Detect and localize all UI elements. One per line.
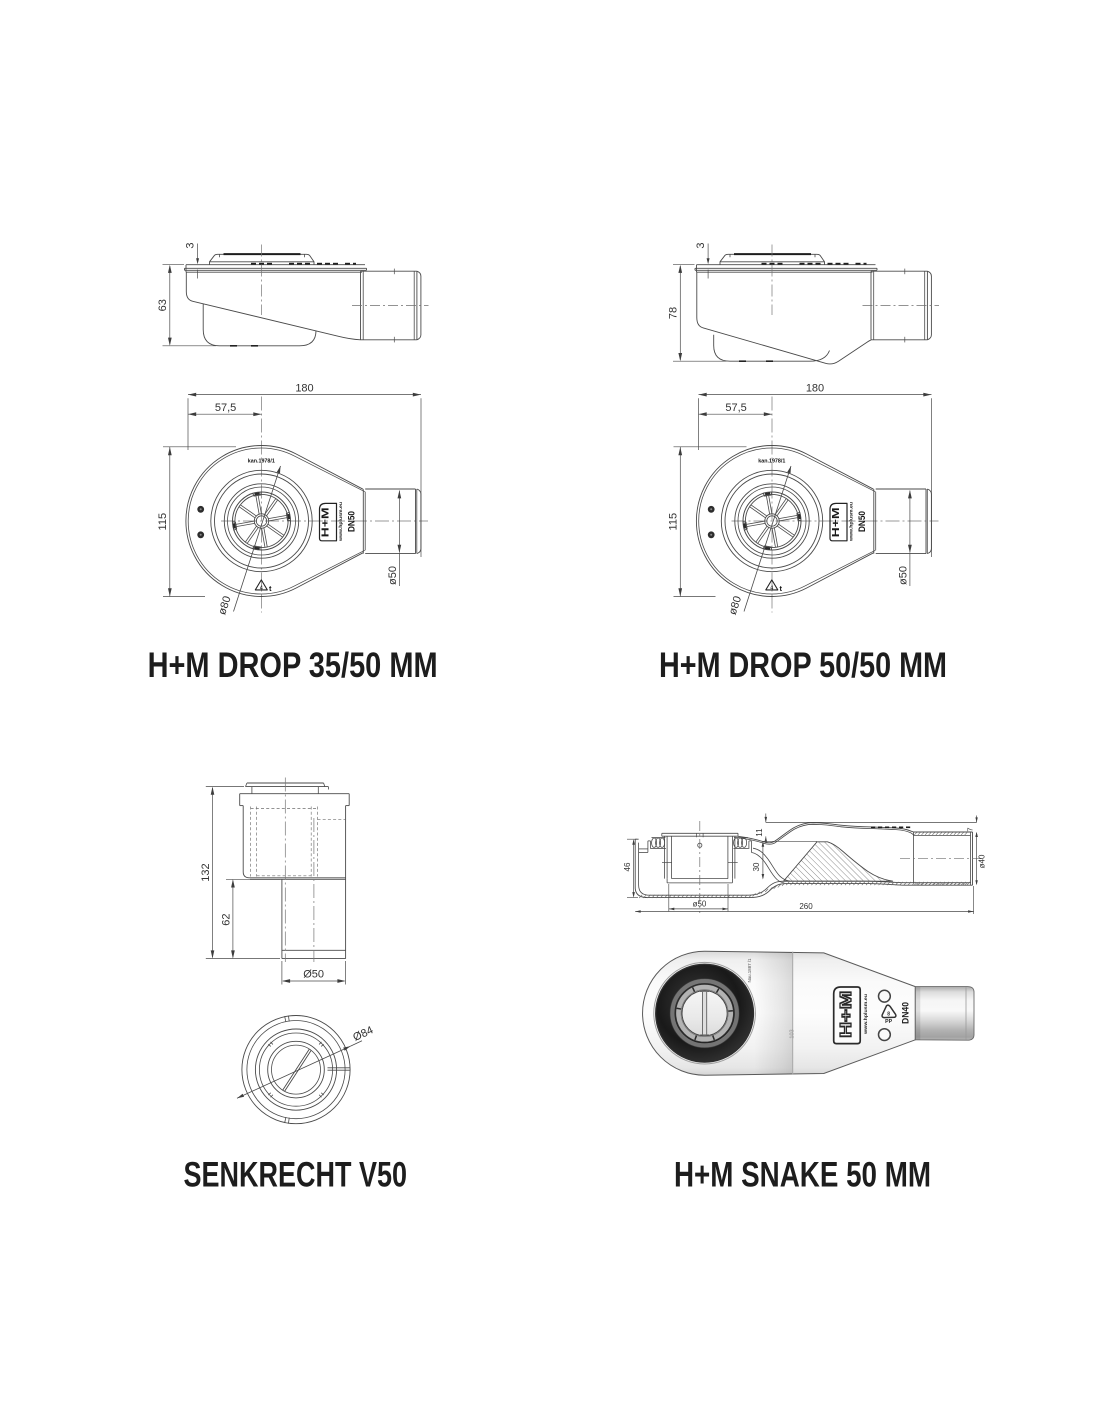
- svg-text:57,5: 57,5: [725, 402, 746, 414]
- svg-text:www.hplusm.eu: www.hplusm.eu: [848, 502, 853, 542]
- svg-text:115: 115: [157, 513, 169, 531]
- svg-text:ø40: ø40: [977, 854, 986, 868]
- svg-text:260: 260: [799, 902, 813, 911]
- svg-text:63: 63: [157, 299, 169, 311]
- svg-text:11: 11: [755, 828, 764, 837]
- svg-text:H+M: H+M: [838, 991, 855, 1038]
- svg-text:DN50: DN50: [346, 511, 356, 532]
- svg-text:3: 3: [695, 242, 707, 248]
- svg-text:kan.1978/1: kan.1978/1: [248, 458, 275, 464]
- svg-text:8: 8: [887, 1011, 890, 1017]
- svg-text:ø50: ø50: [897, 566, 909, 585]
- svg-text:www.hplusm.eu: www.hplusm.eu: [863, 994, 868, 1035]
- svg-text:ø50: ø50: [387, 566, 399, 585]
- svg-text:115: 115: [668, 513, 680, 531]
- svg-text:3: 3: [185, 242, 197, 248]
- svg-text:78: 78: [668, 307, 680, 319]
- svg-text:180: 180: [295, 382, 313, 394]
- svg-text:DN40: DN40: [901, 1002, 912, 1024]
- svg-text:30: 30: [752, 862, 761, 871]
- svg-text:www.hplusm.eu: www.hplusm.eu: [338, 502, 343, 542]
- svg-text:kan.1978/1: kan.1978/1: [758, 458, 785, 464]
- svg-text:180: 180: [806, 382, 824, 394]
- svg-text:7: 7: [965, 827, 974, 831]
- svg-text:H+M: H+M: [320, 507, 332, 537]
- svg-text:4: 4: [260, 585, 263, 591]
- svg-text:SENKRECHT V50: SENKRECHT V50: [184, 1155, 408, 1195]
- svg-text:132: 132: [200, 863, 212, 881]
- svg-text:ø50: ø50: [693, 899, 707, 908]
- svg-text:H+M: H+M: [830, 507, 842, 537]
- svg-text:62: 62: [220, 913, 232, 925]
- svg-text:4: 4: [770, 585, 773, 591]
- svg-text:57,5: 57,5: [215, 402, 236, 414]
- svg-text:H+M DROP 50/50 MM: H+M DROP 50/50 MM: [659, 645, 947, 685]
- svg-text:46: 46: [623, 862, 632, 871]
- svg-text:DN50: DN50: [857, 511, 867, 532]
- svg-text:H+M DROP 35/50 MM: H+M DROP 35/50 MM: [148, 645, 438, 685]
- svg-text:H+M SNAKE 50 MM: H+M SNAKE 50 MM: [674, 1155, 931, 1195]
- svg-text:103: 103: [790, 1029, 796, 1038]
- svg-text:PP: PP: [885, 1019, 892, 1025]
- svg-text:Nau.1887 /1: Nau.1887 /1: [747, 958, 753, 982]
- svg-text:Ø50: Ø50: [303, 968, 324, 980]
